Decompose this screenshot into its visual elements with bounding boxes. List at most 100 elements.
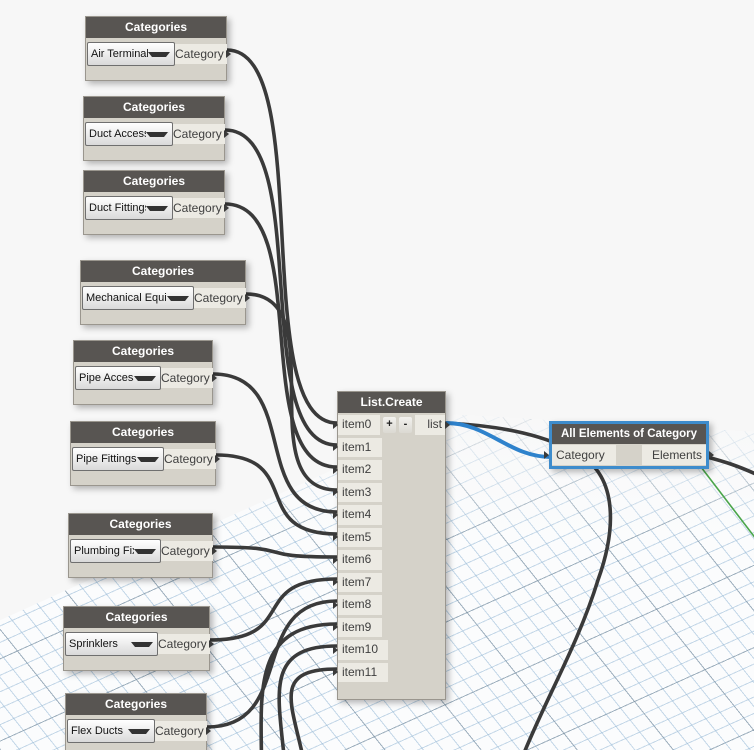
add-port-button[interactable]: + [383, 416, 396, 433]
category-dropdown[interactable]: Pipe Fittings [72, 447, 164, 471]
output-connector-icon[interactable] [445, 420, 450, 429]
node-title[interactable]: List.Create [338, 392, 445, 413]
output-connector-icon[interactable] [224, 130, 229, 138]
wire-mechequipment-item3[interactable] [244, 292, 339, 492]
node-body [66, 744, 206, 750]
input-port-item0[interactable]: item0 [338, 415, 380, 435]
output-connector-icon[interactable] [212, 547, 217, 555]
node-title[interactable]: Categories [84, 171, 224, 192]
categories-node-sprinklers[interactable]: Categories Sprinklers Category [63, 606, 214, 671]
input-port-item5[interactable]: item5 [338, 527, 382, 547]
output-connector-icon[interactable] [212, 374, 217, 382]
output-port-category[interactable]: Category [173, 198, 225, 218]
node-title[interactable]: Categories [84, 97, 224, 118]
output-port-category[interactable]: Category [175, 44, 227, 64]
input-connector-icon[interactable] [544, 451, 549, 459]
input-connector-icon[interactable] [333, 533, 338, 542]
input-port-item3[interactable]: item3 [338, 482, 382, 502]
input-connector-icon[interactable] [333, 623, 338, 632]
node-title[interactable]: Categories [81, 261, 245, 282]
categories-node-pipe-fittings[interactable]: Categories Pipe Fittings Category [70, 421, 220, 486]
dropdown-value: Mechanical Equipment [86, 292, 167, 304]
output-connector-icon[interactable] [245, 294, 250, 302]
node-body [74, 391, 212, 404]
output-port-category[interactable]: Category [161, 368, 213, 388]
chevron-down-icon [131, 641, 153, 647]
output-connector-icon[interactable] [226, 50, 231, 58]
input-connector-icon[interactable] [333, 510, 338, 519]
output-port-category[interactable]: Category [164, 449, 216, 469]
input-port-category[interactable]: Category [552, 445, 616, 465]
output-port-elements[interactable]: Elements [642, 445, 706, 465]
output-connector-icon[interactable] [224, 204, 229, 212]
input-port-item4[interactable]: item4 [338, 505, 382, 525]
categories-node-duct-accessories[interactable]: Categories Duct Accessories Category [83, 96, 229, 161]
input-port-item9[interactable]: item9 [338, 617, 382, 637]
node-title[interactable]: Categories [86, 17, 226, 38]
input-port-item8[interactable]: item8 [338, 595, 382, 615]
output-connector-icon[interactable] [709, 451, 714, 459]
node-title[interactable]: Categories [69, 514, 212, 535]
category-dropdown[interactable]: Plumbing Fixtures [70, 539, 161, 563]
input-port-item11[interactable]: item11 [338, 662, 388, 682]
categories-node-duct-fittings[interactable]: Categories Duct Fittings Category [83, 170, 229, 235]
chevron-down-icon [137, 456, 159, 462]
dropdown-value: Duct Fittings [89, 202, 146, 214]
output-port-category[interactable]: Category [161, 541, 213, 561]
output-connector-icon[interactable] [209, 640, 214, 648]
input-port-item2[interactable]: item2 [338, 460, 382, 480]
input-port-item6[interactable]: item6 [338, 550, 382, 570]
category-dropdown[interactable]: Sprinklers [65, 632, 158, 656]
output-port-category[interactable]: Category [155, 721, 207, 741]
node-body [84, 221, 224, 234]
input-connector-icon[interactable] [333, 645, 338, 654]
categories-node-flex-ducts[interactable]: Categories Flex Ducts Category [65, 693, 211, 750]
dropdown-value: Pipe Fittings [76, 453, 137, 465]
node-body [71, 472, 215, 485]
output-connector-icon[interactable] [215, 455, 220, 463]
input-port-item1[interactable]: item1 [338, 437, 382, 457]
node-title[interactable]: Categories [64, 607, 209, 628]
dropdown-value: Flex Ducts [71, 725, 123, 737]
input-connector-icon[interactable] [333, 443, 338, 452]
remove-port-button[interactable]: - [399, 416, 412, 433]
category-dropdown[interactable]: Duct Fittings [85, 196, 173, 220]
output-connector-icon[interactable] [206, 727, 211, 735]
categories-node-plumbing-fixtures[interactable]: Categories Plumbing Fixtures Category [68, 513, 217, 578]
category-dropdown[interactable]: Mechanical Equipment [82, 286, 194, 310]
node-title[interactable]: Categories [66, 694, 206, 715]
output-port-category[interactable]: Category [158, 634, 210, 654]
node-title[interactable]: Categories [74, 341, 212, 362]
output-port-category[interactable]: Category [173, 124, 225, 144]
output-port-category[interactable]: Category [194, 288, 246, 308]
input-connector-icon[interactable] [333, 578, 338, 587]
categories-node-mechanical-equipment[interactable]: Categories Mechanical Equipment Category [80, 260, 250, 325]
input-connector-icon[interactable] [333, 420, 338, 429]
all-elements-of-category-node[interactable]: All Elements of Category Category Elemen… [544, 421, 714, 469]
categories-node-pipe-accessories[interactable]: Categories Pipe Accessories Category [73, 340, 217, 405]
input-connector-icon[interactable] [333, 555, 338, 564]
wire-airterminals-item0[interactable] [225, 48, 339, 425]
dropdown-value: Duct Accessories [89, 128, 146, 140]
chevron-down-icon [134, 375, 156, 381]
input-port-item7[interactable]: item7 [338, 572, 382, 592]
categories-node-air-terminals[interactable]: Categories Air Terminals Category [85, 16, 231, 81]
category-dropdown[interactable]: Air Terminals [87, 42, 175, 66]
list-create-node[interactable]: List.Create item0 + - list item1 item2 i… [333, 391, 450, 700]
node-title[interactable]: All Elements of Category [552, 424, 706, 444]
input-connector-icon[interactable] [333, 668, 338, 677]
category-dropdown[interactable]: Flex Ducts [67, 719, 155, 743]
wire-ductfittings-item2[interactable] [223, 202, 339, 469]
node-title[interactable]: Categories [71, 422, 215, 443]
chevron-down-icon [148, 51, 170, 57]
input-connector-icon[interactable] [333, 600, 338, 609]
category-dropdown[interactable]: Pipe Accessories [75, 366, 161, 390]
input-connector-icon[interactable] [333, 465, 338, 474]
input-port-item10[interactable]: item10 [338, 640, 388, 660]
output-port-list[interactable]: list [415, 415, 445, 435]
chevron-down-icon [167, 295, 189, 301]
input-connector-icon[interactable] [333, 488, 338, 497]
category-dropdown[interactable]: Duct Accessories [85, 122, 173, 146]
chevron-down-icon [146, 205, 168, 211]
